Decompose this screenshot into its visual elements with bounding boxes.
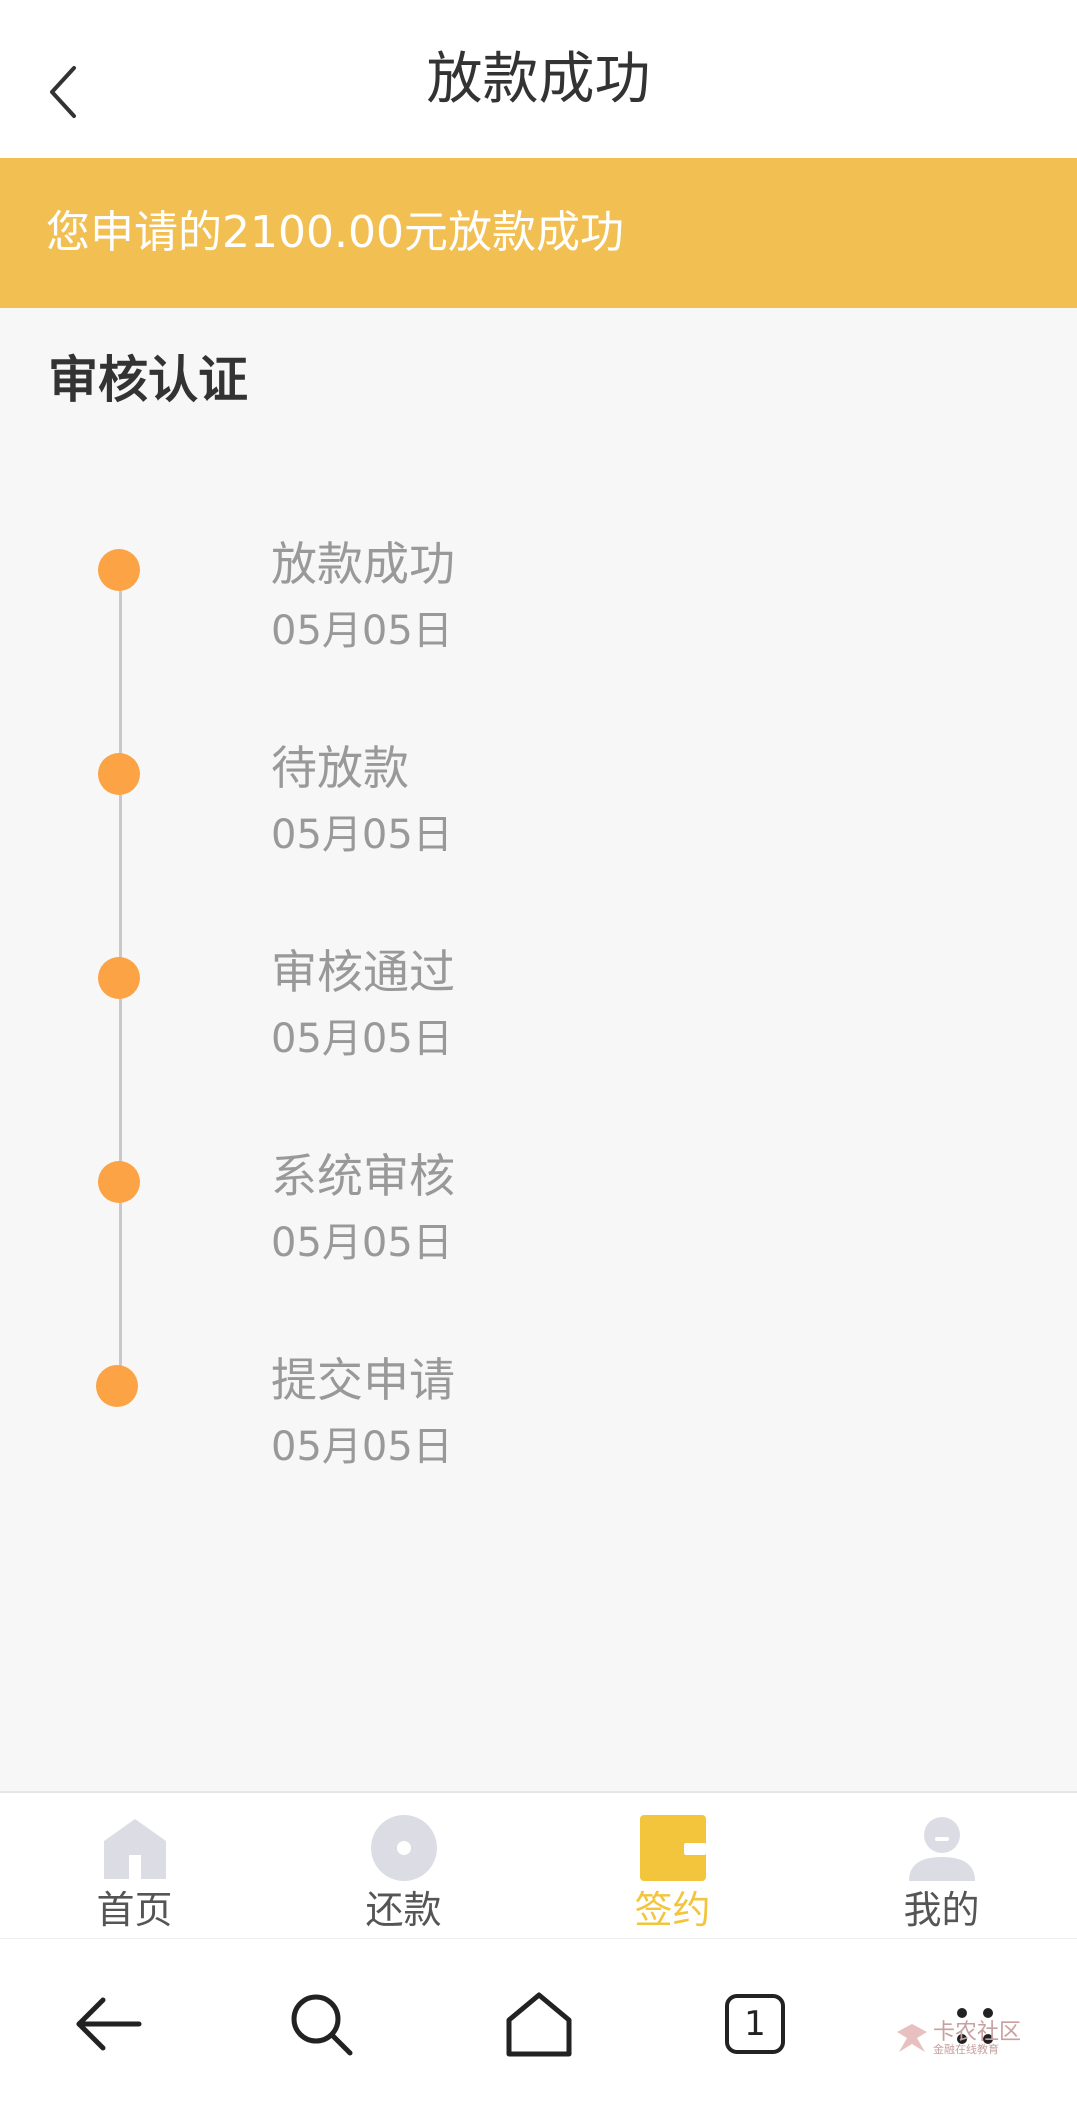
watermark-subtitle: 金融在线教育	[933, 2043, 999, 2056]
timeline-step: 提交申请 05月05日	[0, 1353, 1077, 1525]
nav-back-button[interactable]	[63, 1979, 153, 2069]
banner-text: 您申请的2100.00元放款成功	[46, 207, 624, 258]
step-name: 提交申请	[271, 1353, 455, 1407]
step-name: 审核通过	[271, 945, 455, 999]
status-banner: 您申请的2100.00元放款成功	[0, 158, 1077, 308]
user-icon	[908, 1817, 975, 1881]
tab-label: 我的	[903, 1888, 980, 1932]
watermark-logo-icon	[897, 2024, 927, 2052]
timeline-dot	[98, 1161, 140, 1203]
back-button[interactable]	[32, 52, 92, 132]
step-date: 05月05日	[271, 608, 453, 654]
timeline-step: 审核通过 05月05日	[0, 945, 1077, 1117]
tab-repay[interactable]: 还款	[269, 1793, 538, 1940]
wallet-icon	[639, 1815, 706, 1881]
step-date: 05月05日	[271, 1424, 453, 1470]
tab-mine[interactable]: 我的	[807, 1793, 1076, 1940]
home-icon	[103, 1819, 166, 1879]
system-nav-bar: 1 卡农社区 金融在线教育	[0, 1938, 1077, 2105]
nav-home-button[interactable]	[494, 1979, 584, 2069]
tab-home[interactable]: 首页	[0, 1793, 269, 1940]
tab-label: 首页	[96, 1888, 173, 1932]
nav-search-button[interactable]	[276, 1979, 366, 2069]
timeline-step: 放款成功 05月05日	[0, 537, 1077, 709]
step-date: 05月05日	[271, 1016, 453, 1062]
more-dots-icon	[957, 2008, 993, 2044]
timeline-dot	[98, 549, 140, 591]
search-icon	[291, 1994, 353, 2056]
repay-icon	[370, 1815, 437, 1881]
page-title: 放款成功	[426, 47, 651, 112]
house-icon	[506, 1992, 572, 2057]
tabs-count-icon	[725, 1994, 785, 2054]
nav-tabs-button[interactable]: 1	[710, 1979, 800, 2069]
bottom-tab-bar: 首页 还款 签约 我的	[0, 1791, 1077, 1938]
timeline-step: 系统审核 05月05日	[0, 1149, 1077, 1321]
nav-menu-button[interactable]	[930, 1979, 1020, 2069]
timeline-dot	[98, 753, 140, 795]
section-title: 审核认证	[48, 351, 248, 409]
step-name: 待放款	[271, 741, 409, 795]
tab-sign[interactable]: 签约	[538, 1793, 807, 1940]
step-name: 系统审核	[271, 1149, 455, 1203]
tab-count: 1	[744, 2004, 766, 2044]
chevron-left-icon	[50, 66, 76, 118]
timeline-dot	[96, 1365, 138, 1407]
timeline-dot	[98, 957, 140, 999]
top-bar: 放款成功	[0, 0, 1077, 158]
watermark-title: 卡农社区	[933, 2020, 1022, 2045]
watermark: 卡农社区 金融在线教育	[895, 2019, 1025, 2059]
tab-label: 签约	[634, 1888, 711, 1932]
arrow-left-icon	[76, 1997, 142, 2051]
tab-label: 还款	[365, 1888, 442, 1932]
step-name: 放款成功	[271, 537, 455, 591]
step-date: 05月05日	[271, 1220, 453, 1266]
step-date: 05月05日	[271, 812, 453, 858]
timeline-step: 待放款 05月05日	[0, 741, 1077, 913]
